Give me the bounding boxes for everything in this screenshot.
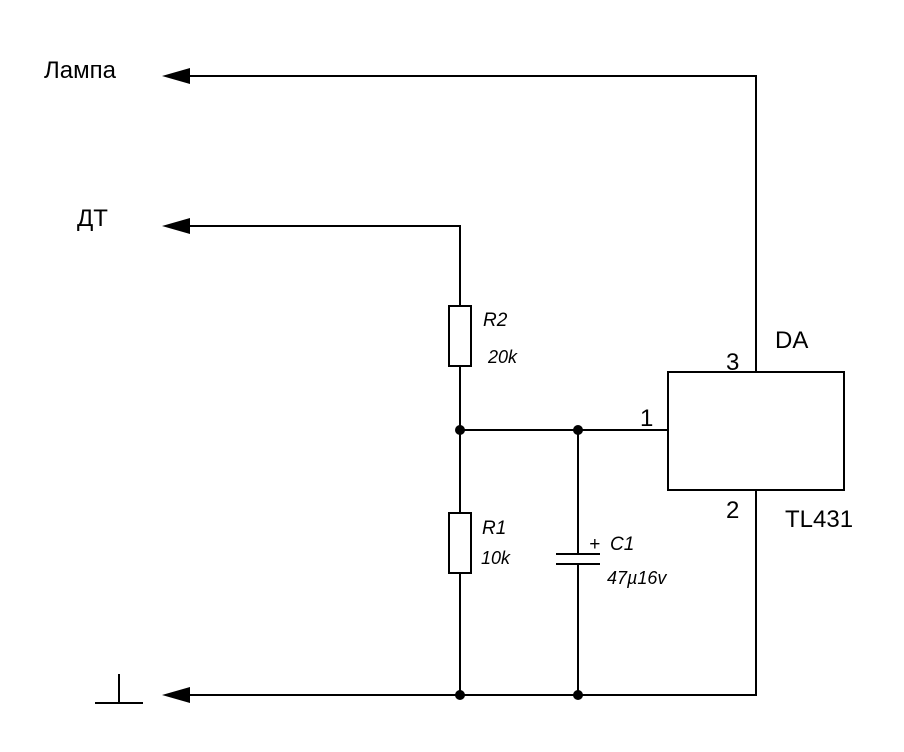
- junction-dot: [455, 690, 465, 700]
- dt-output: ДТ: [77, 205, 461, 307]
- lamp-output: Лампа: [44, 57, 757, 373]
- c1-ref-label: C1: [610, 534, 634, 555]
- ic-tl431: DA TL431 1 2 3: [640, 327, 853, 696]
- c1-polarity-mark: +: [589, 534, 600, 555]
- ic-pin3-label: 3: [726, 349, 739, 376]
- dt-wire: [187, 225, 461, 307]
- resistor-r1-body: [448, 512, 472, 574]
- r1-value-label: 10k: [481, 548, 511, 568]
- lamp-arrow-icon: [162, 68, 190, 84]
- r2-ref-label: R2: [483, 310, 508, 331]
- ic-body: [667, 371, 845, 491]
- c1-value-label: 47µ16v: [607, 568, 667, 588]
- ic-pin2-label: 2: [726, 497, 739, 524]
- resistor-r2-body: [448, 305, 472, 367]
- dt-arrow-icon: [162, 218, 190, 234]
- ic-pin1-label: 1: [640, 405, 653, 432]
- resistor-r2: R2 20k: [448, 305, 518, 431]
- ground-line: [95, 674, 757, 704]
- r2-value-label: 20k: [487, 347, 518, 367]
- capacitor-c1: + C1 47µ16v: [556, 429, 667, 696]
- ic-ref-label: DA: [775, 327, 808, 354]
- ic-part-label: TL431: [785, 506, 853, 533]
- lamp-wire: [187, 75, 757, 373]
- r1-ref-label: R1: [482, 518, 506, 539]
- resistor-r1: R1 10k: [448, 429, 511, 696]
- ground-icon: [95, 674, 143, 704]
- divider-node: [455, 425, 669, 435]
- junction-dot: [573, 690, 583, 700]
- ground-arrow-icon: [162, 687, 190, 703]
- lamp-label: Лампа: [44, 57, 117, 84]
- dt-label: ДТ: [77, 205, 108, 232]
